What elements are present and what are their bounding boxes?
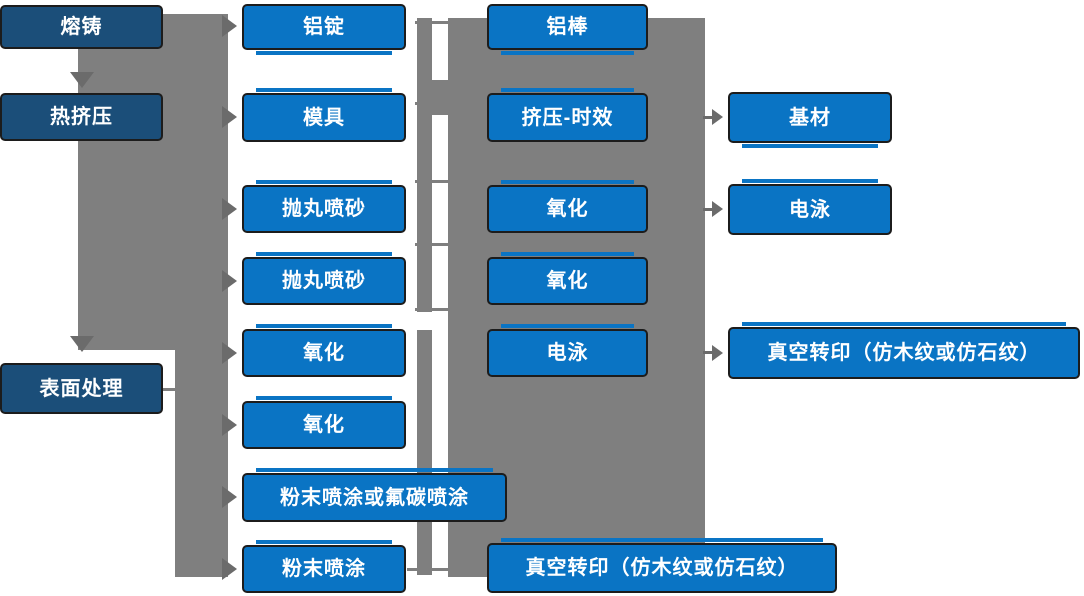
arrow-right-icon bbox=[222, 106, 237, 128]
connector-line bbox=[415, 102, 450, 105]
node-base-material: 基材 bbox=[728, 92, 892, 148]
connector-mid-bar-upper bbox=[417, 18, 432, 312]
connector-line bbox=[415, 308, 450, 311]
connector-line bbox=[415, 21, 450, 24]
node-electrophoresis-1: 电泳 bbox=[487, 324, 648, 377]
node-mold: 模具 bbox=[242, 88, 406, 142]
connector-line bbox=[415, 180, 450, 183]
arrow-right-icon bbox=[712, 345, 723, 361]
connector-left-lower-bar bbox=[175, 340, 228, 577]
node-shot-blasting-2: 抛丸喷砂 bbox=[242, 252, 406, 305]
connector-gap-fill bbox=[432, 80, 448, 115]
arrow-right-icon bbox=[712, 201, 723, 217]
arrow-tail bbox=[703, 351, 712, 354]
node-aluminum-rod: 铝棒 bbox=[487, 4, 648, 55]
connector-line bbox=[415, 243, 450, 246]
node-extrusion-aging: 挤压-时效 bbox=[487, 88, 648, 142]
connector-left-block bbox=[78, 14, 228, 350]
node-oxidation-4: 氧化 bbox=[487, 252, 648, 305]
arrow-right-icon bbox=[222, 414, 237, 436]
arrow-right-icon bbox=[222, 342, 237, 364]
node-powder-or-fluorocarbon: 粉末喷涂或氟碳喷涂 bbox=[242, 468, 507, 522]
arrow-down-icon bbox=[70, 336, 94, 352]
arrow-tail bbox=[703, 208, 712, 211]
connector-mid-bar-lower bbox=[417, 330, 432, 575]
node-vacuum-transfer-2: 真空转印（仿木纹或仿石纹） bbox=[487, 538, 837, 593]
arrow-right-icon bbox=[712, 109, 723, 125]
node-shot-blasting-1: 抛丸喷砂 bbox=[242, 180, 406, 233]
node-oxidation-3: 氧化 bbox=[487, 180, 648, 233]
arrow-right-icon bbox=[222, 270, 237, 292]
arrow-right-icon bbox=[222, 15, 237, 37]
arrow-right-icon bbox=[222, 558, 237, 580]
arrow-right-icon bbox=[222, 486, 237, 508]
node-melting-casting: 熔铸 bbox=[0, 5, 163, 49]
connector-line bbox=[407, 568, 489, 571]
arrow-tail bbox=[703, 116, 712, 119]
node-electrophoresis-2: 电泳 bbox=[728, 179, 892, 235]
arrow-right-icon bbox=[222, 198, 237, 220]
node-hot-extrusion: 热挤压 bbox=[0, 93, 163, 141]
node-powder-coating: 粉末喷涂 bbox=[242, 540, 406, 593]
arrow-down-icon bbox=[70, 72, 94, 88]
connector-line bbox=[163, 388, 178, 391]
node-vacuum-transfer-1: 真空转印（仿木纹或仿石纹） bbox=[728, 322, 1080, 379]
node-oxidation-1: 氧化 bbox=[242, 324, 406, 377]
node-surface-treatment: 表面处理 bbox=[0, 363, 163, 414]
node-aluminum-ingot: 铝锭 bbox=[242, 4, 406, 55]
node-oxidation-2: 氧化 bbox=[242, 396, 406, 449]
